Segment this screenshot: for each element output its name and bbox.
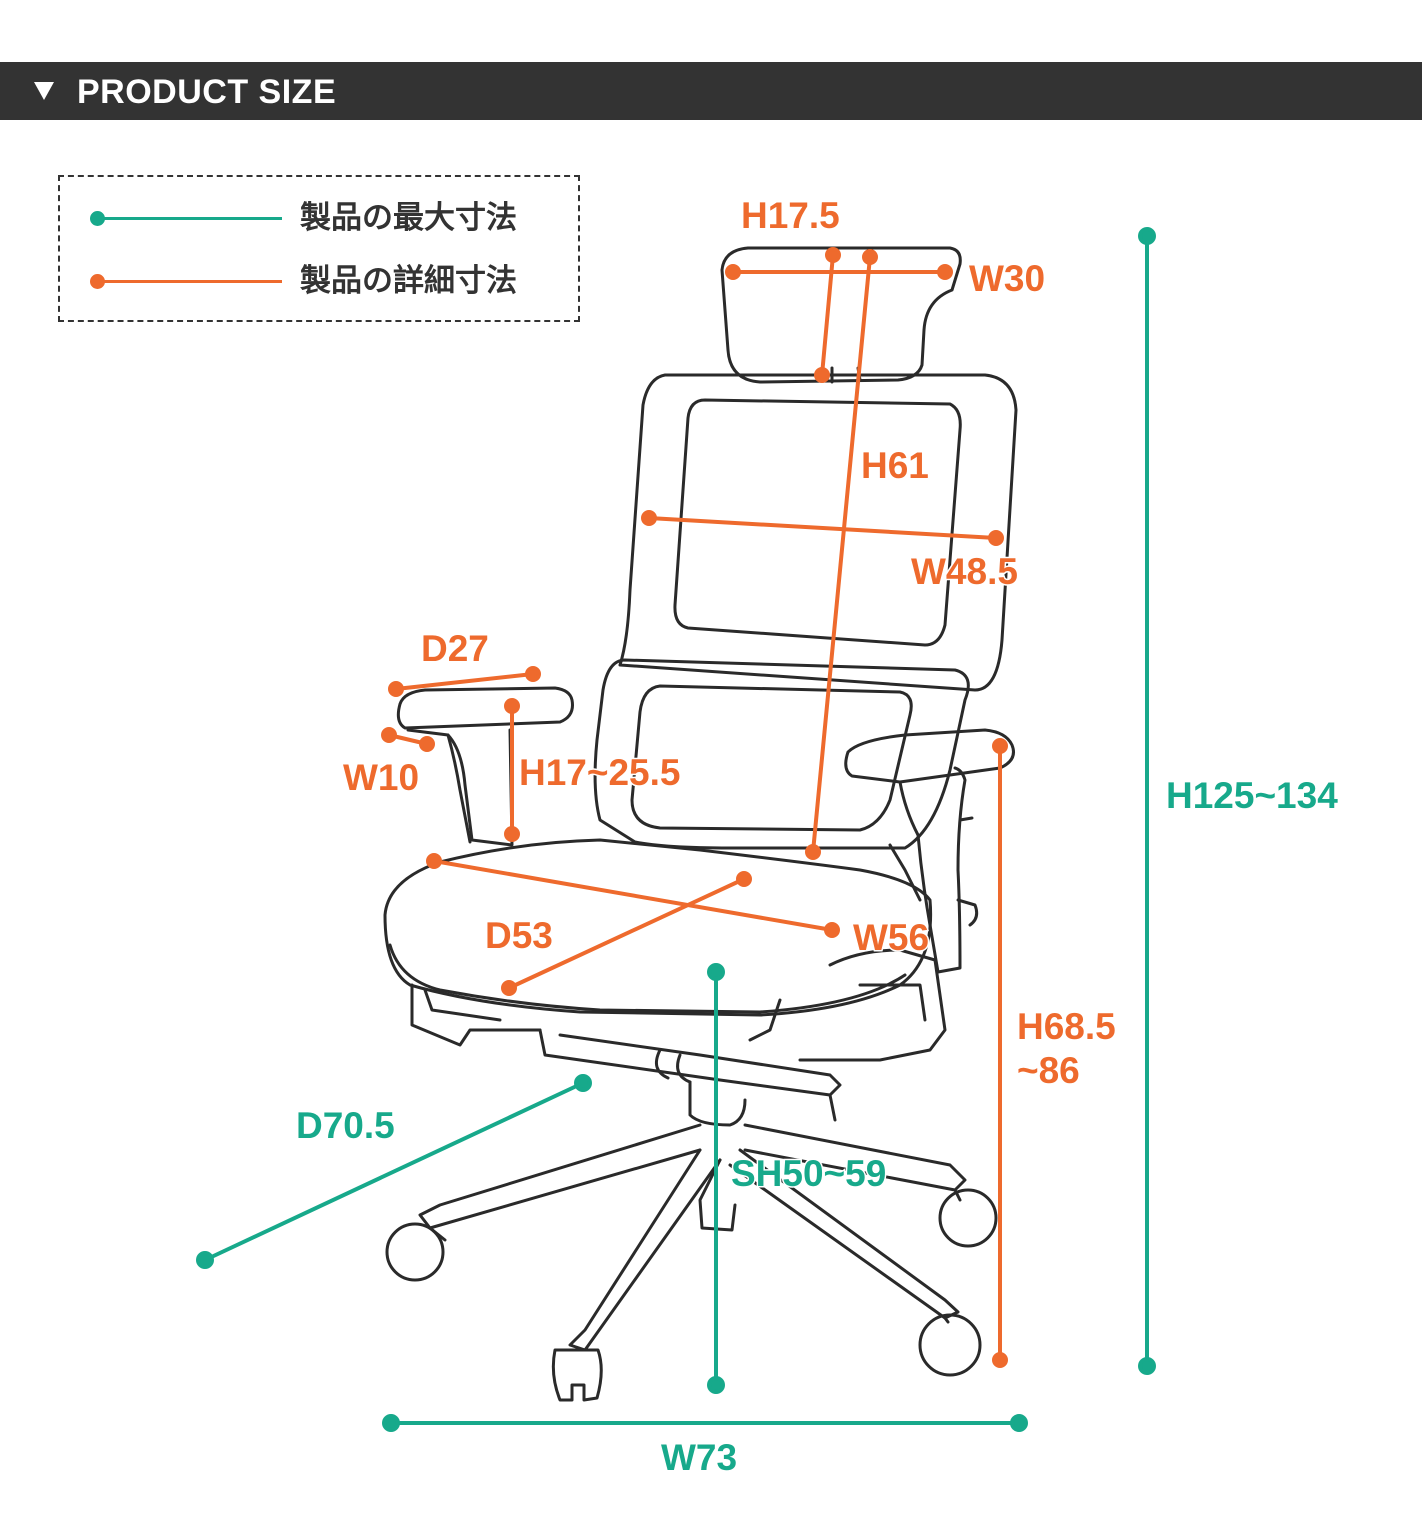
- label-total-width: W73: [659, 1436, 738, 1480]
- label-seat-height: SH50~59: [729, 1152, 887, 1196]
- label-arm-height-line2: ~86: [1016, 1049, 1082, 1093]
- legend-item-max: 製品の最大寸法: [90, 198, 560, 238]
- triangle-down-icon: [34, 82, 54, 100]
- section-header: PRODUCT SIZE: [0, 62, 1422, 120]
- label-back-width: W48.5: [910, 550, 1020, 594]
- legend: 製品の最大寸法 製品の詳細寸法: [58, 175, 580, 322]
- legend-dot-max: [90, 211, 105, 226]
- label-armrest-width: W10: [341, 756, 420, 800]
- label-headrest-width: W30: [967, 257, 1046, 301]
- legend-label-max: 製品の最大寸法: [300, 200, 517, 236]
- dim-line-headrest-height: [820, 253, 835, 377]
- label-back-height: H61: [860, 444, 931, 488]
- label-arm-height-line1: H68.5: [1016, 1005, 1118, 1049]
- chair-outline: [383, 246, 1018, 1402]
- dim-line-seat-depth: [507, 877, 746, 990]
- legend-line-detail: [96, 280, 282, 283]
- label-headrest-height: H17.5: [740, 194, 842, 238]
- dim-line-back-width: [647, 516, 998, 540]
- label-seat-width: W56: [851, 916, 930, 960]
- dim-line-seat-width: [432, 859, 834, 932]
- label-seat-depth: D53: [484, 914, 555, 958]
- section-title: PRODUCT SIZE: [77, 73, 337, 111]
- legend-dot-detail: [90, 274, 105, 289]
- label-total-depth: D70.5: [295, 1104, 397, 1148]
- legend-line-max: [96, 217, 282, 220]
- dim-line-back-height: [811, 255, 872, 854]
- dim-line-total-depth: [203, 1081, 585, 1262]
- detail-dimension-lines: [381, 247, 1008, 1368]
- legend-label-detail: 製品の詳細寸法: [300, 263, 517, 299]
- label-total-height: H125~134: [1165, 774, 1340, 818]
- label-armrest-height: H17~25.5: [518, 751, 682, 795]
- max-dimension-lines: [196, 227, 1156, 1432]
- legend-item-detail: 製品の詳細寸法: [90, 261, 560, 301]
- dim-line-armrest-depth: [394, 672, 535, 691]
- label-armrest-depth: D27: [420, 627, 491, 671]
